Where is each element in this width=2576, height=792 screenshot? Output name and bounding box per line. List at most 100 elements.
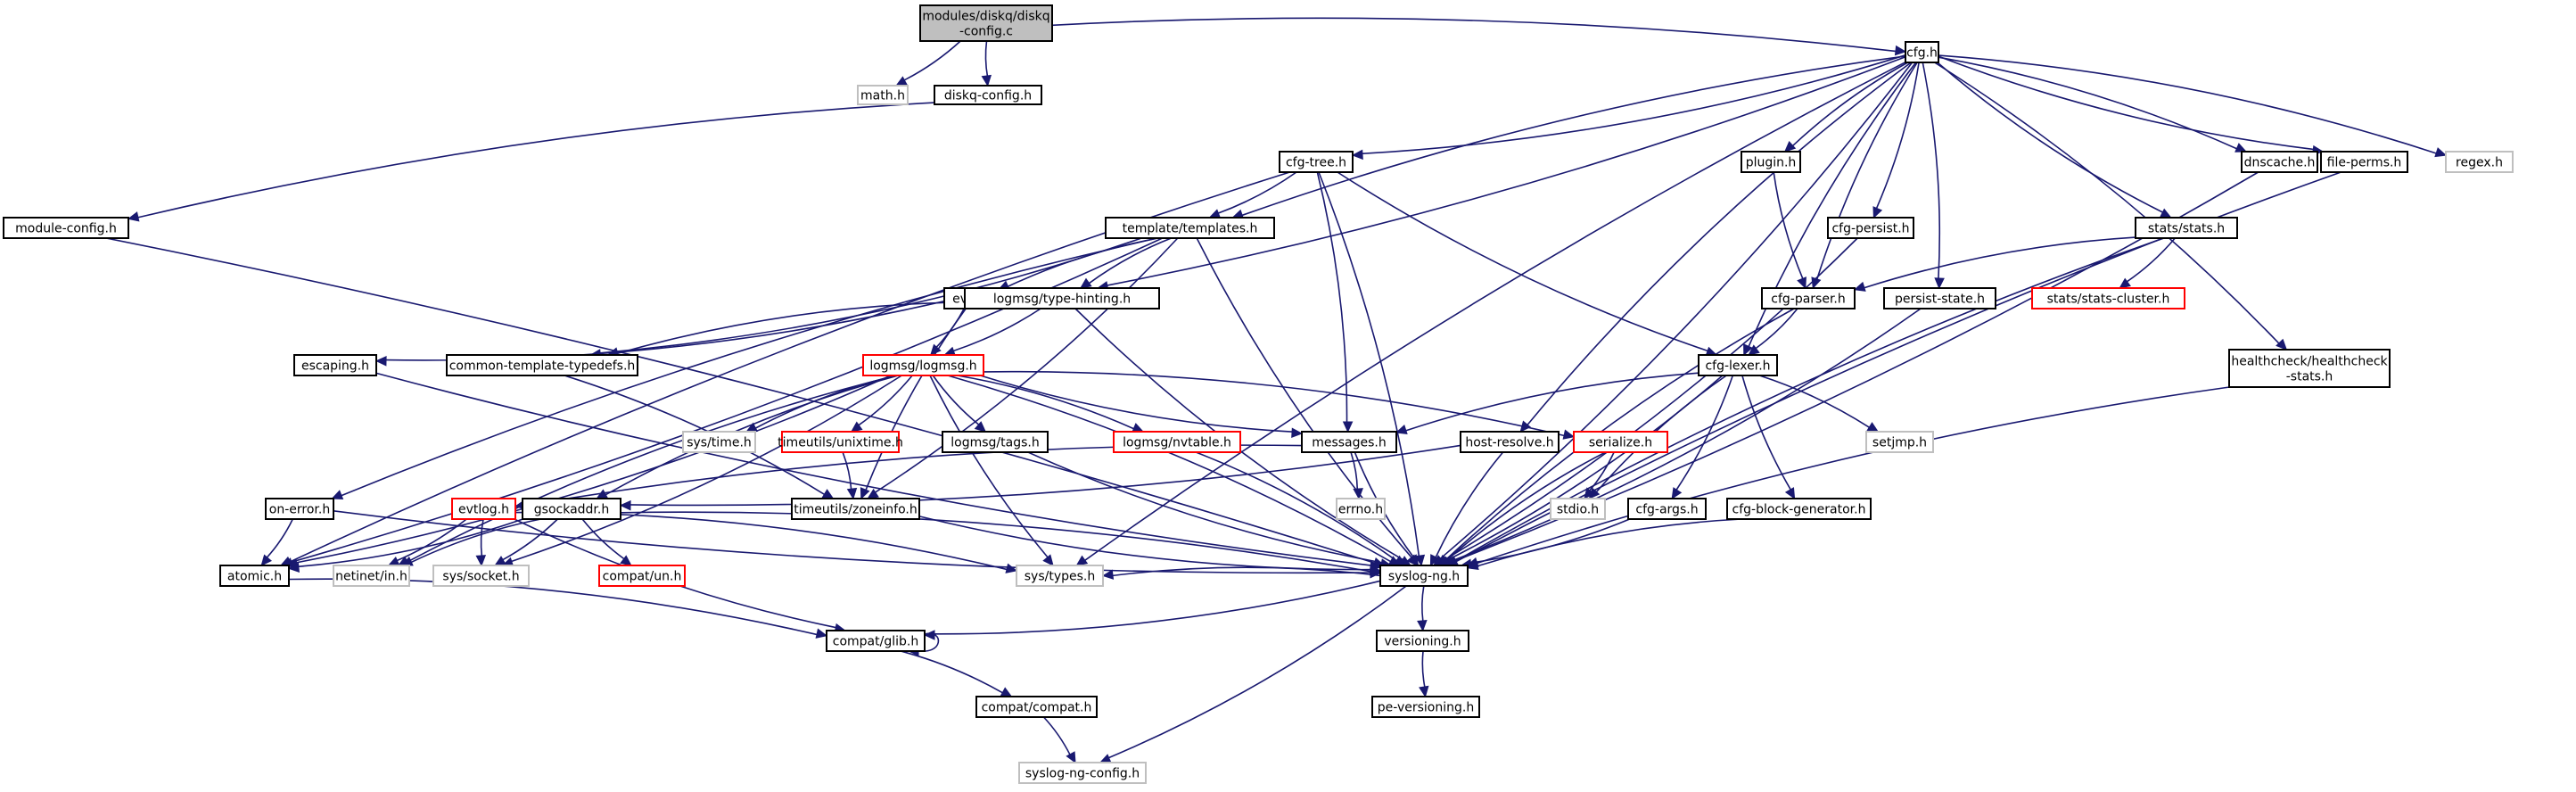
node-compatun[interactable]: compat/un.h (598, 565, 686, 587)
node-box[interactable] (1726, 498, 1872, 520)
node-cfg[interactable]: cfg.h (1905, 41, 1939, 63)
node-box[interactable] (2135, 217, 2238, 239)
node-syslogngconfig[interactable]: syslog-ng-config.h (1018, 762, 1147, 784)
node-box[interactable] (975, 696, 1098, 718)
node-atomic[interactable]: atomic.h (219, 565, 290, 587)
node-templates[interactable]: template/templates.h (1105, 217, 1275, 239)
node-plugin[interactable]: plugin.h (1741, 151, 1801, 173)
node-onerror[interactable]: on-error.h (265, 498, 334, 520)
node-box[interactable] (293, 354, 377, 376)
node-box[interactable] (1301, 431, 1397, 453)
node-dnscache[interactable]: dnscache.h (2241, 151, 2318, 173)
node-box[interactable] (1105, 217, 1275, 239)
node-syssocket[interactable]: sys/socket.h (432, 565, 530, 587)
node-box[interactable] (1698, 354, 1778, 376)
node-evtlog[interactable]: evtlog.h (451, 498, 516, 520)
node-unixtime[interactable]: timeutils/unixtime.h (778, 431, 903, 453)
node-cfgtree[interactable]: cfg-tree.h (1279, 151, 1354, 173)
node-setjmp[interactable]: setjmp.h (1865, 431, 1934, 453)
node-root[interactable]: modules/diskq/diskq-config.c (919, 4, 1053, 42)
node-box[interactable] (682, 431, 756, 453)
node-escaping[interactable]: escaping.h (293, 354, 377, 376)
node-errno[interactable]: errno.h (1336, 498, 1386, 520)
node-box[interactable] (1379, 565, 1469, 587)
node-box[interactable] (1905, 41, 1939, 63)
node-box[interactable] (1460, 431, 1560, 453)
node-box[interactable] (1376, 630, 1469, 652)
node-box[interactable] (1113, 431, 1241, 453)
node-box[interactable] (1865, 431, 1934, 453)
node-versioning[interactable]: versioning.h (1376, 630, 1469, 652)
node-box[interactable] (2228, 349, 2391, 388)
node-fileperms[interactable]: file-perms.h (2320, 151, 2408, 173)
node-cfgparser[interactable]: cfg-parser.h (1761, 287, 1856, 309)
node-box[interactable] (1279, 151, 1354, 173)
node-commontt[interactable]: common-template-typedefs.h (446, 354, 638, 376)
node-box[interactable] (1573, 431, 1668, 453)
node-statscluster[interactable]: stats/stats-cluster.h (2031, 287, 2185, 309)
node-hostresolve[interactable]: host-resolve.h (1460, 431, 1560, 453)
node-cfgpersist[interactable]: cfg-persist.h (1827, 217, 1914, 239)
node-box[interactable] (1741, 151, 1801, 173)
node-box[interactable] (1550, 498, 1606, 520)
node-math[interactable]: math.h (857, 85, 909, 105)
node-box[interactable] (265, 498, 334, 520)
node-stats[interactable]: stats/stats.h (2135, 217, 2238, 239)
node-netinetin[interactable]: netinet/in.h (333, 565, 410, 587)
node-box[interactable] (942, 431, 1049, 453)
node-box[interactable] (781, 431, 900, 453)
node-box[interactable] (857, 85, 909, 105)
node-persiststate[interactable]: persist-state.h (1883, 287, 1996, 309)
node-systime[interactable]: sys/time.h (682, 431, 756, 453)
node-diskqconfig[interactable]: diskq-config.h (934, 85, 1042, 105)
edge-gsockaddr-to-syssocket (494, 518, 558, 566)
node-moduleconfig[interactable]: module-config.h (3, 217, 129, 239)
node-box[interactable] (2320, 151, 2408, 173)
node-peversioning[interactable]: pe-versioning.h (1371, 696, 1480, 718)
node-box[interactable] (451, 498, 516, 520)
node-box[interactable] (1883, 287, 1996, 309)
node-cfglexer[interactable]: cfg-lexer.h (1698, 354, 1778, 376)
node-box[interactable] (964, 287, 1160, 309)
node-stdio[interactable]: stdio.h (1550, 498, 1606, 520)
node-box[interactable] (934, 85, 1042, 105)
node-box[interactable] (3, 217, 129, 239)
node-syslogng[interactable]: syslog-ng.h (1379, 565, 1469, 587)
node-box[interactable] (2445, 151, 2514, 173)
node-gsockaddr[interactable]: gsockaddr.h (522, 498, 621, 520)
node-compatcompat[interactable]: compat/compat.h (975, 696, 1098, 718)
node-box[interactable] (1016, 565, 1104, 587)
node-nvtable[interactable]: logmsg/nvtable.h (1113, 431, 1241, 453)
node-typehinting[interactable]: logmsg/type-hinting.h (964, 287, 1160, 309)
node-systypes[interactable]: sys/types.h (1016, 565, 1104, 587)
node-box[interactable] (1018, 762, 1147, 784)
node-box[interactable] (1371, 696, 1480, 718)
node-cfgblockgen[interactable]: cfg-block-generator.h (1726, 498, 1872, 520)
node-cfgargs[interactable]: cfg-args.h (1627, 498, 1707, 520)
node-box[interactable] (522, 498, 621, 520)
node-box[interactable] (791, 498, 920, 520)
node-tags[interactable]: logmsg/tags.h (942, 431, 1049, 453)
node-regex[interactable]: regex.h (2445, 151, 2514, 173)
node-box[interactable] (1827, 217, 1914, 239)
node-box[interactable] (1627, 498, 1707, 520)
node-healthcheck[interactable]: healthcheck/healthcheck-stats.h (2228, 349, 2391, 388)
node-serialize[interactable]: serialize.h (1573, 431, 1668, 453)
node-box[interactable] (333, 565, 410, 587)
arrowhead-icon (127, 211, 140, 222)
node-box[interactable] (826, 630, 926, 652)
node-messages[interactable]: messages.h (1301, 431, 1397, 453)
node-box[interactable] (432, 565, 530, 587)
node-box[interactable] (1761, 287, 1856, 309)
node-box[interactable] (598, 565, 686, 587)
node-box[interactable] (919, 4, 1053, 42)
node-box[interactable] (862, 354, 984, 376)
node-zoneinfo[interactable]: timeutils/zoneinfo.h (791, 498, 920, 520)
node-compatglib[interactable]: compat/glib.h (826, 630, 926, 652)
node-box[interactable] (1336, 498, 1386, 520)
node-box[interactable] (2031, 287, 2185, 309)
node-box[interactable] (219, 565, 290, 587)
node-box[interactable] (446, 354, 638, 376)
node-box[interactable] (2241, 151, 2318, 173)
node-logmsg[interactable]: logmsg/logmsg.h (862, 354, 984, 376)
